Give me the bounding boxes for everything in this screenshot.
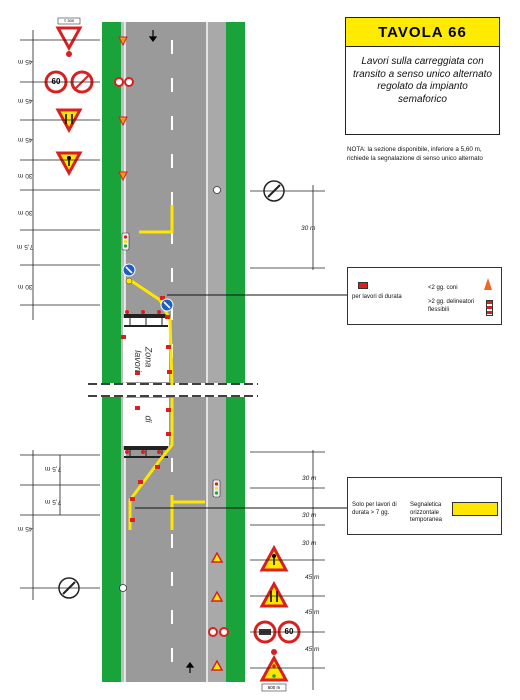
work-zone-top [123, 318, 169, 382]
right-distance-7: 45 m [305, 646, 320, 653]
left-distance-2: 45 m [18, 97, 33, 104]
keep-right-sign-1 [122, 263, 136, 285]
legend-top-label: per lavori di durata [352, 294, 402, 300]
sign-traffic-light-warning [259, 649, 289, 692]
left-distance-4: 30 m [18, 172, 33, 179]
speed-limit-text: 60 [284, 627, 294, 636]
legend-top-long: >2 gg. delineatori flessibili [428, 299, 475, 313]
work-zone-label-3: di [143, 415, 154, 423]
right-verge [226, 22, 245, 682]
barrier-top [124, 314, 168, 327]
speed-limit-text-left: 60 [51, 77, 61, 86]
left-distance-6: 7,5 m [17, 243, 34, 250]
legend-top-short: <2 gg. coni [428, 285, 458, 291]
end-restriction-marker-top [213, 186, 221, 194]
note-text: NOTA: la sezione disponibile, inferiore … [347, 146, 483, 162]
right-distance-6: 45 m [305, 609, 320, 616]
right-dimension-lines [250, 185, 325, 690]
barrier-lamps [125, 310, 161, 454]
work-zone-bottom [123, 398, 169, 446]
left-road-triangles [118, 36, 128, 182]
legend-bottom-label: Solo per lavori di durata > 7 gg. [352, 502, 397, 516]
sign-top-plate-text: ≡ 300 [63, 18, 75, 23]
description: Lavori sulla carreggiata con transito a … [353, 56, 492, 105]
yellow-markings [128, 205, 205, 530]
left-distance-5: 30 m [18, 209, 33, 216]
legend-box-bottom: Solo per lavori di durata > 7 gg. Segnal… [347, 477, 502, 535]
legend-box-top: per lavori di durata <2 gg. coni >2 gg. … [347, 267, 502, 325]
arrow-up [185, 662, 195, 673]
title: TAVOLA 66 [346, 18, 499, 47]
traffic-light-top [121, 232, 130, 251]
break-gap [88, 383, 258, 397]
title-box: TAVOLA 66 Lavori sulla carreggiata con t… [345, 17, 500, 135]
right-distance-1: 30 m [301, 225, 316, 232]
sign-roadworks-right [259, 544, 289, 572]
work-zone-label-2: lavori [132, 350, 143, 372]
right-distance-4: 30 m [302, 540, 317, 547]
end-restriction-marker-bottom [119, 584, 127, 592]
delineators [121, 296, 172, 522]
left-verge [102, 22, 121, 682]
flexible-delineator-icon [486, 300, 493, 316]
sign-roadworks-left [55, 151, 83, 177]
sign-bottom-plate-text: 600 m [267, 685, 281, 690]
left-distance-7: 30 m [18, 283, 33, 290]
left-distance-8: 7,5 m [45, 465, 62, 472]
right-road-triangles [210, 551, 224, 671]
sign-narrowing-right [259, 580, 289, 608]
left-distance-10: 45 m [18, 525, 33, 532]
sign-give-way-plate [55, 17, 83, 57]
keep-right-sign-2 [160, 298, 174, 312]
right-distance-2: 30 m [302, 475, 317, 482]
right-distance-5: 45 m [305, 574, 320, 581]
legend-bottom-marking: Segnaletica orizzontale temporanea [410, 502, 443, 523]
cone-icon [484, 278, 492, 290]
left-distance-9: 7,5 m [45, 498, 62, 505]
left-distance-1: 45 m [18, 58, 33, 65]
left-road-discs [114, 77, 134, 87]
right-road-discs [208, 627, 229, 637]
left-distance-3: 45 m [18, 136, 33, 143]
arrow-down [148, 30, 158, 42]
legend-marker-red [358, 282, 368, 289]
work-zone-label-1: Zona [143, 346, 154, 368]
right-distance-3: 30 m [302, 512, 317, 519]
traffic-light-bottom [212, 479, 221, 498]
right-edge-strip [207, 22, 226, 682]
left-dimension-lines [20, 30, 100, 600]
temporary-marking-swatch [452, 502, 498, 516]
